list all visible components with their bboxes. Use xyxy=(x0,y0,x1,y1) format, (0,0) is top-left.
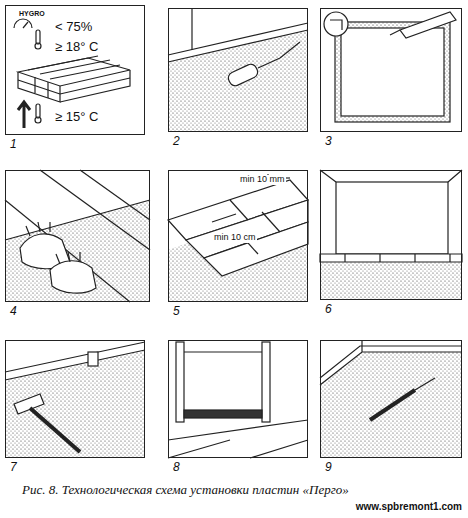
step-panel: 7 xyxy=(5,340,145,458)
hygro-label: HYGRO xyxy=(18,10,46,18)
humidity-limit: < 75% xyxy=(54,20,93,34)
offset-dimension: min 10 cm xyxy=(213,233,257,243)
step-panel: 9 xyxy=(320,340,462,458)
step-number: 9 xyxy=(325,461,332,474)
step-panel: 6 xyxy=(320,170,462,300)
step-number: 3 xyxy=(325,135,332,148)
air-temperature: ≥ 18° C xyxy=(54,40,99,54)
step-panel: 4 xyxy=(5,170,150,302)
step-panel: 2 xyxy=(168,8,308,132)
step-panel: HYGRO< 75%≥ 18° C≥ 15° C1 xyxy=(5,5,145,135)
step-number: 2 xyxy=(173,135,180,148)
caption: Рис. 8. Технологическая схема установки … xyxy=(22,482,462,498)
step-number: 1 xyxy=(10,138,17,151)
gap-dimension: min 10 mm xyxy=(239,175,286,185)
step-panel: 8 xyxy=(168,340,308,458)
step-panel: 3 xyxy=(320,8,462,132)
step-panel: min 10 mmmin 10 cm5 xyxy=(168,170,308,302)
step-number: 4 xyxy=(10,305,17,318)
watermark: www.spbremont1.com xyxy=(356,501,462,512)
step-number: 5 xyxy=(173,305,180,318)
step-number: 6 xyxy=(325,303,332,316)
floor-temperature: ≥ 15° C xyxy=(54,110,99,124)
step-number: 7 xyxy=(10,461,17,474)
step-number: 8 xyxy=(173,461,180,474)
